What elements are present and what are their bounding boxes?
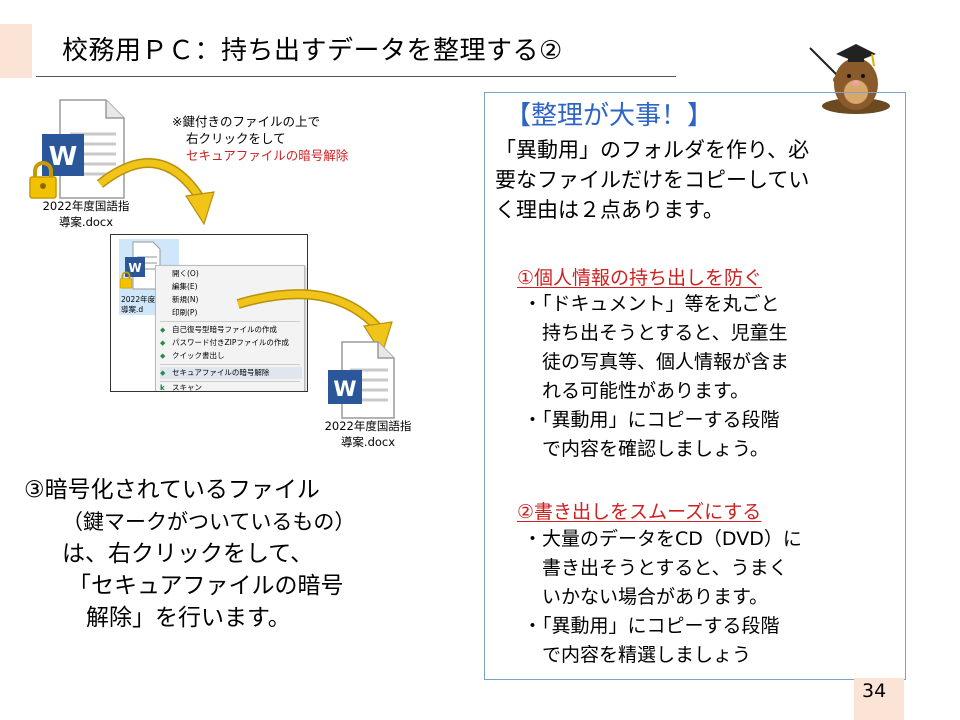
section1-list: ・「ドキュメント」等を丸ごと 持ち出そうとすると、児童生 徒の写真等、個人情報が…	[523, 293, 790, 460]
menu-separator	[160, 381, 300, 382]
word-document-icon: W	[328, 341, 395, 419]
menu-item-secure-decrypt[interactable]: ◆セキュアファイルの暗号解除	[160, 367, 302, 379]
lock-icon	[29, 161, 57, 199]
curved-arrow-icon	[96, 158, 215, 226]
file-name-bottom: 2022年度国語指導案.docx	[324, 419, 412, 449]
shield-icon: ◆	[160, 326, 166, 334]
instruction-note: ※鍵付きのファイルの上で 右クリックをして セキュアファイルの暗号解除	[172, 114, 349, 163]
section1-title: ①個人情報の持ち出しを防ぐ	[517, 267, 763, 289]
file-name-mid: 2022年度国語指導案.d	[121, 295, 178, 314]
svg-text:W: W	[49, 142, 78, 172]
curved-arrow-icon	[236, 289, 393, 356]
shield-icon: ◆	[160, 339, 166, 347]
menu-item-open[interactable]: 開く(O)	[172, 269, 199, 278]
title-accent-bar	[0, 24, 32, 78]
instruction-text: ③暗号化されているファイル （鍵マークがついているもの） は、右クリックをして、…	[24, 477, 356, 631]
menu-item-new[interactable]: 新規(N)	[172, 295, 199, 304]
box-heading: 【整理が大事！】	[505, 101, 714, 131]
title-underline	[36, 76, 676, 77]
section2-list: ・大量のデータをCD（DVD）に 書き出そうとすると、うまく いかない場合があり…	[523, 528, 802, 666]
file-name-top: 2022年度国語指導案.docx	[42, 199, 130, 229]
word-document-icon: W	[125, 241, 161, 290]
section2-title: ②書き出しをスムーズにする	[517, 501, 762, 523]
menu-separator	[160, 321, 300, 322]
page-number: 34	[862, 680, 887, 702]
box-intro: 「異動用」のフォルダを作り、必 要なファイルだけをコピーしてい く理由は２点あり…	[495, 138, 810, 222]
svg-text:W: W	[333, 377, 356, 401]
context-menu: 開く(O) 編集(E) 新規(N) 印刷(P) ◆自己復号型暗号ファイルの作成 …	[155, 265, 305, 392]
shield-icon: ◆	[160, 369, 166, 377]
menu-separator	[160, 364, 300, 365]
info-box: 【整理が大事！】 「異動用」のフォルダを作り、必 要なファイルだけをコピーしてい…	[484, 92, 906, 680]
lock-icon	[119, 271, 133, 289]
menu-item-edit[interactable]: 編集(E)	[172, 282, 198, 291]
menu-item-self-decrypt[interactable]: ◆自己復号型暗号ファイルの作成	[160, 325, 277, 334]
menu-item-print[interactable]: 印刷(P)	[172, 308, 198, 317]
page-number-background	[854, 678, 904, 720]
page-title: 校務用ＰＣ：持ち出すデータを整理する②	[62, 36, 563, 66]
svg-text:W: W	[128, 261, 141, 275]
shield-icon: ◆	[160, 352, 166, 360]
menu-item-zip[interactable]: ◆パスワード付きZIPファイルの作成	[160, 338, 289, 347]
menu-item-quick-export[interactable]: ◆クイック書出し	[160, 351, 225, 360]
context-menu-screenshot: W 2022年度国語指導案.d 開く(O) 編集(E) 新規(N) 印刷(P) …	[110, 234, 308, 392]
